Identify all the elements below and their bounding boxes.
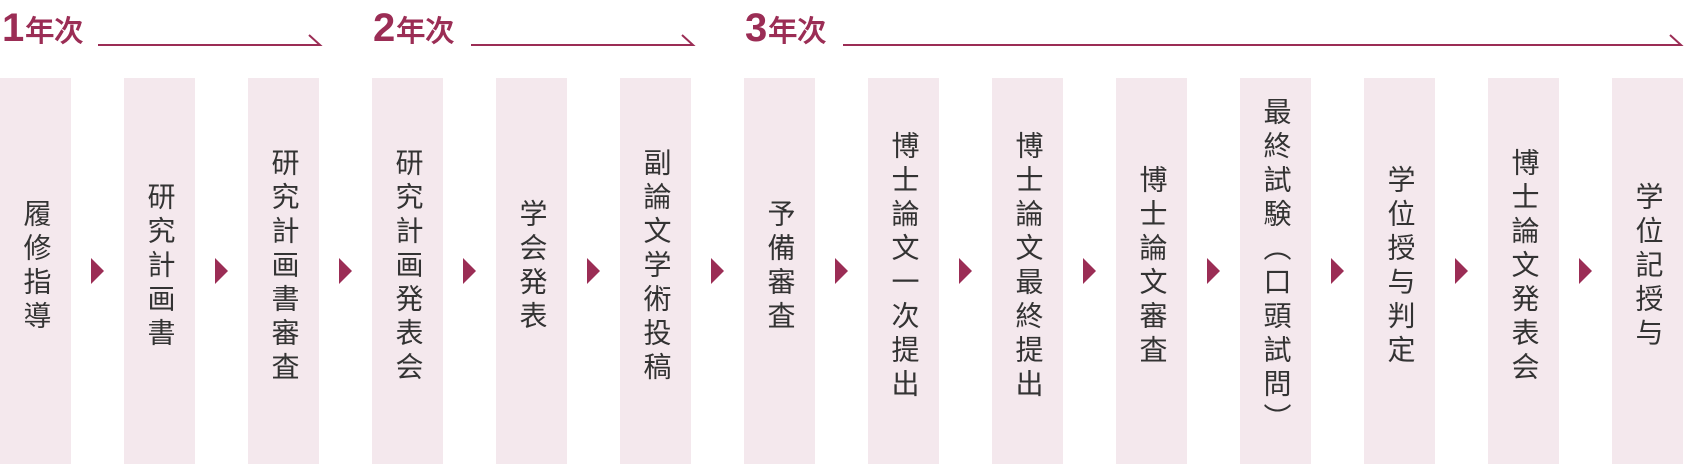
flow-arrow-icon bbox=[91, 258, 104, 284]
flow-arrow-icon bbox=[1207, 258, 1220, 284]
step-box: 博士論文最終提出 bbox=[992, 78, 1063, 464]
year-suffix: 年次 bbox=[396, 14, 455, 48]
step-label: 研究計画発表会 bbox=[391, 148, 425, 386]
flow-arrow-icon bbox=[959, 258, 972, 284]
step-label: 副論文学術投稿 bbox=[639, 148, 673, 386]
flow-arrow-icon bbox=[463, 258, 476, 284]
flow-arrow-icon bbox=[587, 258, 600, 284]
year-number: 3 bbox=[745, 6, 768, 50]
step-box: 学位記授与 bbox=[1612, 78, 1683, 464]
step-label: 博士論文審査 bbox=[1135, 165, 1169, 369]
flow-arrow-icon bbox=[1455, 258, 1468, 284]
step-box: 博士論文一次提出 bbox=[868, 78, 939, 464]
step-label: 研究計画書 bbox=[143, 182, 177, 352]
step-box: 履修指導 bbox=[0, 78, 71, 464]
year-suffix: 年次 bbox=[25, 14, 84, 48]
step-label: 学位授与判定 bbox=[1383, 165, 1417, 369]
step-label: 博士論文最終提出 bbox=[1011, 131, 1045, 403]
year-label-3: 3 年次 bbox=[745, 8, 826, 48]
year-number: 2 bbox=[373, 6, 396, 50]
step-box: 博士論文審査 bbox=[1116, 78, 1187, 464]
step-label: 博士論文発表会 bbox=[1507, 148, 1541, 386]
step-label: 研究計画書審査 bbox=[267, 148, 301, 386]
flow-arrow-icon bbox=[215, 258, 228, 284]
year-label-2: 2 年次 bbox=[373, 8, 454, 48]
step-box: 研究計画書 bbox=[124, 78, 195, 464]
flow-arrow-icon bbox=[339, 258, 352, 284]
step-box: 博士論文発表会 bbox=[1488, 78, 1559, 464]
step-box: 学会発表 bbox=[496, 78, 567, 464]
step-box: 予備審査 bbox=[744, 78, 815, 464]
year-1-timeline-arrow bbox=[98, 34, 323, 46]
year-3-timeline-arrow bbox=[843, 34, 1684, 46]
step-box: 研究計画発表会 bbox=[372, 78, 443, 464]
year-suffix: 年次 bbox=[768, 14, 827, 48]
step-box: 最終試験（口頭試問） bbox=[1240, 78, 1311, 464]
step-label: 博士論文一次提出 bbox=[887, 131, 921, 403]
year-2-timeline-arrow bbox=[471, 34, 696, 46]
flow-arrow-icon bbox=[1579, 258, 1592, 284]
flow-arrow-icon bbox=[835, 258, 848, 284]
year-number: 1 bbox=[2, 6, 25, 50]
year-label-1: 1 年次 bbox=[2, 8, 83, 48]
step-box: 研究計画書審査 bbox=[248, 78, 319, 464]
step-label: 予備審査 bbox=[763, 199, 797, 335]
flow-arrow-icon bbox=[711, 258, 724, 284]
step-label: 履修指導 bbox=[19, 199, 53, 335]
step-box: 学位授与判定 bbox=[1364, 78, 1435, 464]
flow-arrow-icon bbox=[1331, 258, 1344, 284]
step-label: 学会発表 bbox=[515, 199, 549, 335]
step-box: 副論文学術投稿 bbox=[620, 78, 691, 464]
step-label: 学位記授与 bbox=[1631, 182, 1665, 352]
flow-arrow-icon bbox=[1083, 258, 1096, 284]
step-label: 最終試験（口頭試問） bbox=[1259, 97, 1293, 437]
